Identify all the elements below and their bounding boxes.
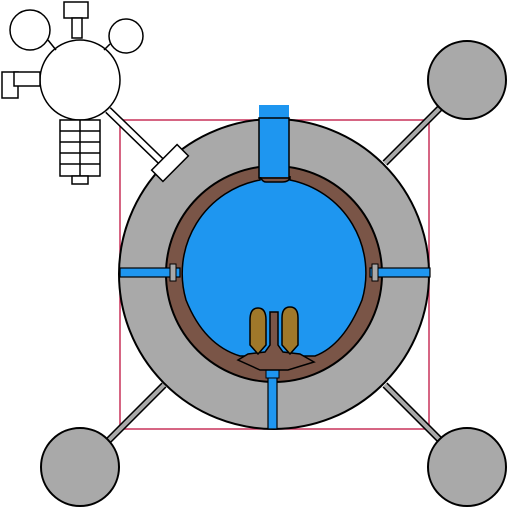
blueprint-hub [39,39,121,121]
shuttle-left[interactable] [249,307,267,356]
blueprint-pod-right [108,18,144,54]
blueprint-module[interactable] [1,1,190,185]
strut-se-inner [383,383,444,444]
valve-west [169,263,177,282]
shuttle-right[interactable] [281,306,299,356]
blueprint-link-right [103,43,111,51]
docking-pod-ne[interactable] [427,40,507,120]
blueprint-box-top [63,1,89,19]
corridor-south[interactable] [267,371,278,430]
struts [104,103,445,445]
water-basin[interactable] [181,175,367,357]
blueprint-pod-left [9,9,51,51]
blueprint-strut-fill [106,108,172,172]
blueprint-box-left2 [13,71,41,87]
corridor-north[interactable] [259,105,289,177]
corridor-west[interactable] [119,267,181,278]
corridor-east[interactable] [369,267,431,278]
blueprint-box-top2 [71,17,83,39]
corridor-north-stroke [258,117,290,179]
docking-pod-se[interactable] [427,427,507,507]
docking-pod-sw[interactable] [40,427,120,507]
valve-east [371,263,379,282]
blueprint-dock [150,143,190,183]
launch-pad [236,311,316,371]
valve-south [265,369,280,379]
corridors [119,105,431,430]
blueprint-link-left [47,39,57,51]
strut-ne-inner [383,104,444,165]
blueprint-tail [71,175,89,185]
strut-sw-inner [105,383,166,444]
